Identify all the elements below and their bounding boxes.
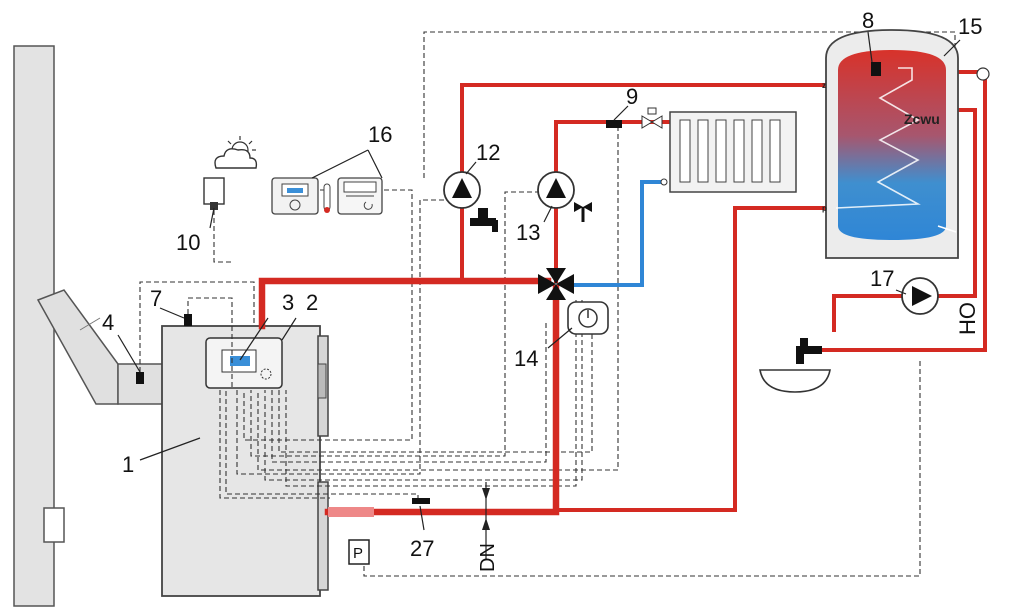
label-controller-panel: 2 xyxy=(306,290,318,315)
tank-sensor xyxy=(871,62,881,76)
cold-pipes xyxy=(568,180,664,287)
boiler-sensor xyxy=(184,314,192,326)
return-sensor xyxy=(412,498,430,504)
flue-pipe xyxy=(36,289,165,405)
check-valve-symbol: HO xyxy=(950,302,980,344)
radiator xyxy=(641,107,797,193)
pressure-box-label: P xyxy=(353,545,363,562)
label-tank-sensor: 8 xyxy=(862,8,874,33)
label-flue-sensor: 4 xyxy=(102,310,114,335)
pipe-diameter-label: DN xyxy=(477,543,499,572)
pump-hot-water xyxy=(443,171,481,209)
radiator-sensor xyxy=(606,120,622,128)
pump-heating xyxy=(537,171,575,209)
label-radiator-sensor: 9 xyxy=(626,84,638,109)
chimney xyxy=(13,45,65,607)
label-return-sensor: 27 xyxy=(410,536,434,561)
label-room-panels: 16 xyxy=(368,122,392,147)
label-pump-heating: 13 xyxy=(516,220,540,245)
label-boiler: 1 xyxy=(122,452,134,477)
controller-screen xyxy=(230,356,250,366)
mixing-valve xyxy=(538,268,574,300)
leader-lines xyxy=(117,31,961,560)
controller-knob xyxy=(260,368,272,380)
label-outdoor-sensor: 10 xyxy=(176,230,200,255)
label-boiler-sensor: 7 xyxy=(150,286,162,311)
tank-heating-coil xyxy=(835,67,921,209)
svg-text:HO: HO xyxy=(955,302,980,335)
label-circulation-pump: 17 xyxy=(870,266,894,291)
label-hot-water-tank: 15 xyxy=(958,14,982,39)
label-controller-display: 3 xyxy=(282,290,294,315)
tank-coil-label: Zcwu xyxy=(904,111,940,127)
flue-sensor xyxy=(136,372,144,384)
mixing-valve-actuator xyxy=(567,301,609,335)
bypass-valve-symbol xyxy=(574,202,592,222)
radiator-valve xyxy=(641,107,663,129)
weather-icon xyxy=(214,136,258,169)
signal-wires xyxy=(139,31,956,577)
label-mixing-valve-actuator: 14 xyxy=(514,346,538,371)
hot-water-tank xyxy=(825,29,959,259)
hot-pipes xyxy=(258,70,987,516)
room-panels xyxy=(271,177,383,215)
tank-vent xyxy=(976,67,990,81)
boiler-controller xyxy=(205,337,283,389)
drain-tap xyxy=(470,208,498,232)
sink-basin xyxy=(759,369,831,393)
faucet xyxy=(796,338,822,364)
chimney-cleanout-door xyxy=(43,507,65,543)
outdoor-sensor xyxy=(203,177,225,210)
pressure-gauge-box: P xyxy=(348,539,370,565)
label-pump-hot-water: 12 xyxy=(476,140,500,165)
tank-top-port-label: z xyxy=(822,81,826,90)
circulation-pump xyxy=(901,277,939,315)
tank-bottom-port-label: p xyxy=(822,204,827,213)
